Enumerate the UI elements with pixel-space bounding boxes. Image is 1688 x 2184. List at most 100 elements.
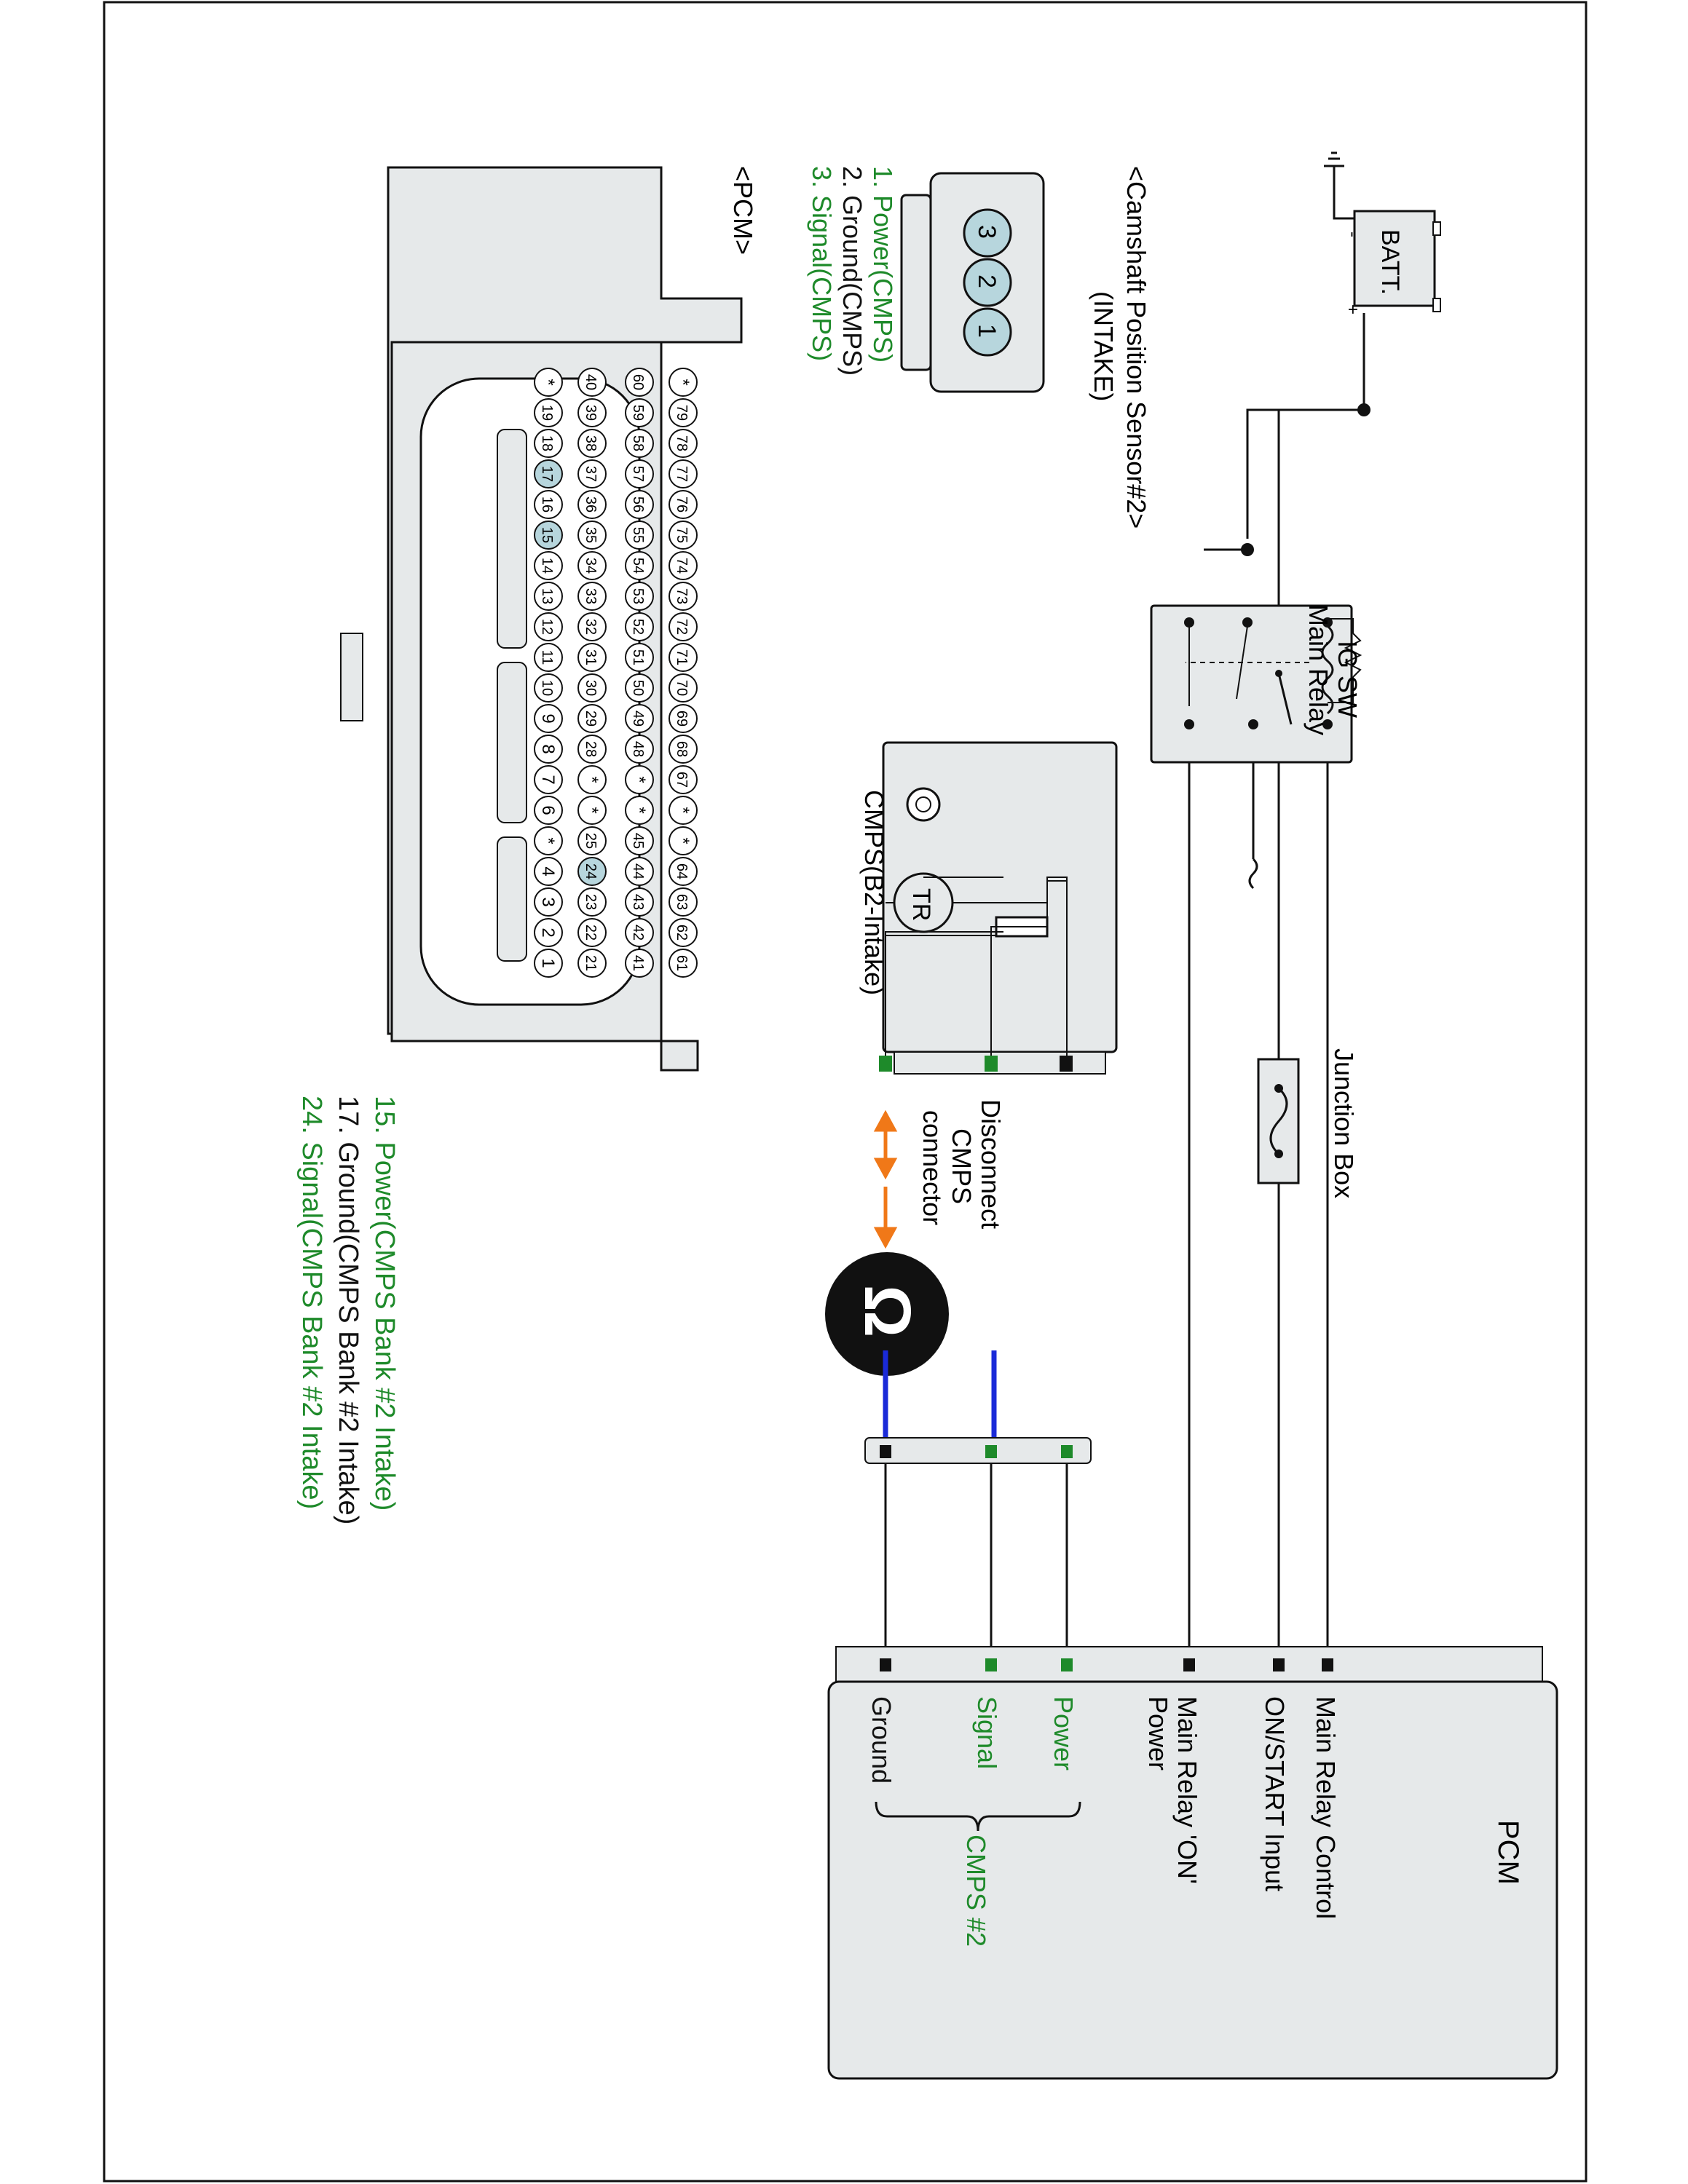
pcm-pin bbox=[669, 490, 698, 519]
pcm-pin bbox=[669, 673, 698, 703]
pcm-pin bbox=[625, 368, 654, 397]
pcm-pin bbox=[669, 765, 698, 794]
sensor-pin-number: 2 bbox=[973, 274, 1001, 288]
pcm-pin bbox=[669, 582, 698, 611]
pcm-pin-label: 67 bbox=[674, 772, 690, 788]
relay-power-wire bbox=[1246, 408, 1364, 539]
relay-resistor-icon bbox=[1344, 633, 1362, 678]
cmps-sensor-title: <Camshaft Position Sensor#2> bbox=[1121, 166, 1151, 529]
pcm-pin bbox=[669, 796, 698, 825]
pcm-pin-label: 58 bbox=[630, 435, 646, 451]
pcm-pin bbox=[669, 735, 698, 764]
pcm-pin bbox=[669, 643, 698, 672]
pcm-pin-label: 23 bbox=[583, 894, 599, 910]
sensor-pin-3 bbox=[963, 208, 1012, 258]
pcm-pin bbox=[577, 735, 607, 764]
pcm-pin-label: 30 bbox=[583, 680, 599, 696]
pcm-pin bbox=[625, 857, 654, 886]
pcm-pin-label: 18 bbox=[539, 435, 555, 451]
cmps-sensor-connector: 3 2 1 bbox=[900, 172, 1045, 393]
pcm-pin-label: 61 bbox=[674, 955, 690, 971]
pcm-pin bbox=[534, 429, 563, 458]
pcm-pin bbox=[625, 551, 654, 580]
pcm-pin-label: 50 bbox=[630, 680, 646, 696]
pcm-pin bbox=[669, 612, 698, 641]
pcm-pin bbox=[625, 429, 654, 458]
pcm-pin bbox=[534, 582, 563, 611]
pcm-pin bbox=[534, 398, 563, 427]
tr-label: TR bbox=[907, 888, 935, 921]
pcm-pin-label: 75 bbox=[674, 527, 690, 543]
pcm-pin bbox=[625, 796, 654, 825]
junction-box-label: Junction Box bbox=[1329, 1048, 1359, 1198]
main-relay-label: Main Relay bbox=[1304, 604, 1333, 735]
pcm-pin bbox=[577, 459, 607, 488]
pcm-pin bbox=[625, 612, 654, 641]
pcm-pin-label: 56 bbox=[630, 496, 646, 513]
disconnect-text-2: CMPS bbox=[947, 1128, 977, 1204]
pcm-pin bbox=[577, 673, 607, 703]
battery: BATT. - + bbox=[1343, 210, 1441, 314]
pcm-box-title: PCM bbox=[1492, 1820, 1524, 1885]
pcm-pin-label: 62 bbox=[674, 925, 690, 941]
pcm-connector-title: <PCM> bbox=[728, 166, 758, 255]
pcm-pin-label: 79 bbox=[674, 405, 690, 421]
pcm-pin-label: 54 bbox=[630, 558, 646, 574]
pcm-pin bbox=[534, 521, 563, 550]
pcm-pin bbox=[577, 796, 607, 825]
pcm-pin-label: 33 bbox=[583, 588, 599, 604]
disconnect-text-3: connector bbox=[918, 1110, 947, 1225]
pcm-pin-label: * bbox=[582, 776, 602, 783]
pcm-legend-24: 24. Signal(CMPS Bank #2 Intake) bbox=[296, 1096, 327, 1509]
page-frame bbox=[103, 1, 1588, 2183]
pcm-pin bbox=[577, 704, 607, 733]
pcm-pin bbox=[669, 429, 698, 458]
pcm-pin bbox=[669, 459, 698, 488]
pcm-pin bbox=[625, 521, 654, 550]
pcm-pin-label: 68 bbox=[674, 741, 690, 757]
pcm-pin-label: 43 bbox=[630, 894, 646, 910]
pcm-pin bbox=[577, 582, 607, 611]
pcm-pin-label: 51 bbox=[630, 649, 646, 665]
pcm-pin-label: 76 bbox=[674, 496, 690, 513]
pcm-pin-label: 4 bbox=[538, 866, 558, 876]
pcm-main-relay-power: Power bbox=[1143, 1696, 1173, 1770]
pcm-pin bbox=[577, 551, 607, 580]
pcm-pin bbox=[669, 398, 698, 427]
pcm-pin-label: 3 bbox=[538, 897, 558, 906]
pcm-pin bbox=[625, 398, 654, 427]
pcm-pin bbox=[534, 735, 563, 764]
junction-box: Junction Box bbox=[1257, 1048, 1359, 1198]
pcm-pin-label: 72 bbox=[674, 619, 690, 635]
pcm-pin-label: 42 bbox=[630, 925, 646, 941]
pcm-cmps-signal: Signal bbox=[972, 1696, 1002, 1769]
pcm-pin bbox=[625, 582, 654, 611]
pcm-pin-label: * bbox=[673, 807, 693, 813]
pcm-pin bbox=[534, 612, 563, 641]
pcm-pin-label: 59 bbox=[630, 405, 646, 421]
pcm-pin-label: 37 bbox=[583, 466, 599, 482]
pcm-pin bbox=[577, 857, 607, 886]
pcm-pin-label: 63 bbox=[674, 894, 690, 910]
main-relay: Main Relay bbox=[1150, 604, 1362, 764]
pcm-pin-label: 64 bbox=[674, 863, 690, 879]
pcm-pin-label: 36 bbox=[583, 496, 599, 513]
pcm-pin-label: 41 bbox=[630, 955, 646, 971]
pcm-pin bbox=[625, 918, 654, 947]
pcm-pin bbox=[534, 765, 563, 794]
pcm-pin-label: 32 bbox=[583, 619, 599, 635]
ohmmeter-icon bbox=[825, 1252, 949, 1376]
pcm-pin-label: 74 bbox=[674, 558, 690, 574]
pcm-pin bbox=[534, 826, 563, 855]
pcm-pin-label: 38 bbox=[583, 435, 599, 451]
pcm-on-start-input: ON/START Input bbox=[1260, 1696, 1290, 1891]
meter-leads bbox=[883, 1350, 997, 1449]
pcm-pin bbox=[534, 673, 563, 703]
pcm-pin bbox=[577, 429, 607, 458]
wires bbox=[884, 151, 1365, 1663]
pcm-pin-label: 31 bbox=[583, 649, 599, 665]
disconnect-text-1: Disconnect bbox=[976, 1099, 1006, 1229]
sensor-pin-2 bbox=[963, 258, 1012, 307]
junction-dot bbox=[1241, 543, 1254, 556]
